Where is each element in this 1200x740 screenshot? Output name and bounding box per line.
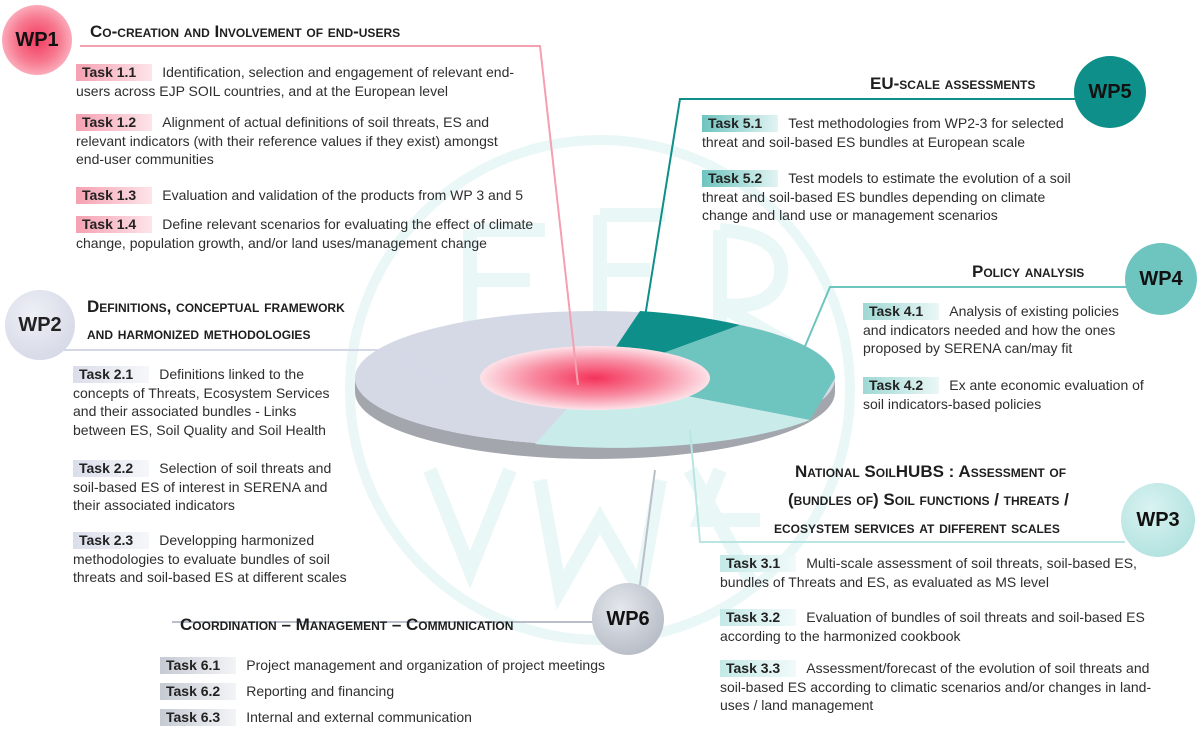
task-text: Evaluation and validation of the product… xyxy=(162,187,524,203)
task-label: Task 2.3 xyxy=(73,532,150,549)
wp6-title: Coordination – Management – Communicatio… xyxy=(180,615,514,634)
wp3-badge-text: WP3 xyxy=(1136,508,1180,531)
wp4-badge-text: WP4 xyxy=(1139,267,1183,290)
wp2-connector xyxy=(60,349,441,386)
task-label: Task 1.4 xyxy=(76,216,153,233)
wp6-task-1: Task 6.1 Project management and organizat… xyxy=(160,656,660,675)
task-text: Test methodologies from WP2-3 for select… xyxy=(702,115,1064,150)
task-label: Task 1.1 xyxy=(76,64,153,81)
task-label: Task 4.1 xyxy=(863,303,940,320)
connector-lines xyxy=(60,45,1128,623)
task-text: Selection of soil threats and soil-based… xyxy=(73,460,332,513)
wp6-badge: WP6 xyxy=(592,583,664,655)
task-text: Multi-scale assessment of soil threats, … xyxy=(720,555,1137,590)
wp5-badge: WP5 xyxy=(1074,56,1146,128)
wp5-badge-text: WP5 xyxy=(1088,80,1132,103)
task-label: Task 1.3 xyxy=(76,187,153,204)
task-text: Reporting and financing xyxy=(246,683,395,699)
wp1-disk-center xyxy=(480,346,710,410)
work-package-disk xyxy=(355,311,835,459)
task-label: Task 3.2 xyxy=(720,609,797,626)
wp6-task-2: Task 6.2 Reporting and financing xyxy=(160,682,660,701)
task-text: Assessment/forecast of the evolution of … xyxy=(720,660,1152,713)
wp6-badge-text: WP6 xyxy=(606,607,650,630)
wp5-connector xyxy=(639,98,1085,349)
task-text: Ex ante economic evaluation of soil indi… xyxy=(863,377,1144,412)
wp3-title-line-1: National SoilHUBS : Assessment of xyxy=(795,462,1067,481)
wp3-badge: WP3 xyxy=(1121,483,1195,557)
task-text: Project management and organization of p… xyxy=(246,657,605,673)
wp1-badge: WP1 xyxy=(2,5,72,75)
wp4-badge: WP4 xyxy=(1125,243,1197,315)
task-label: Task 6.2 xyxy=(160,683,237,700)
wp2-badge: WP2 xyxy=(5,290,75,360)
wp3-title-line-2: (bundles of) Soil functions / threats / xyxy=(788,490,1069,509)
wp4-connector xyxy=(794,286,1128,371)
wp4-disk-segment xyxy=(595,325,835,420)
wp3-title-line-3: ecosystem services at different scales xyxy=(774,518,1060,537)
task-text: Define relevant scenarios for evaluating… xyxy=(76,216,534,251)
task-text: Alignment of actual definitions of soil … xyxy=(76,114,498,167)
task-text: Analysis of existing policies and indica… xyxy=(863,303,1119,356)
task-label: Task 3.1 xyxy=(720,555,797,572)
task-label: Task 1.2 xyxy=(76,114,153,131)
task-label: Task 3.3 xyxy=(720,660,797,677)
task-label: Task 5.2 xyxy=(702,170,779,187)
wp2-badge-text: WP2 xyxy=(18,313,62,336)
task-text: Identification, selection and engagement… xyxy=(76,64,515,99)
task-text: Internal and external communication xyxy=(246,709,472,725)
task-text: Evaluation of bundles of soil threats an… xyxy=(720,609,1145,644)
wp6-connector xyxy=(639,469,656,586)
wp1-connector xyxy=(80,45,579,386)
wp6-task-3: Task 6.3 Internal and external communicat… xyxy=(160,708,660,727)
wp1-title: Co-creation and Involvement of end-users xyxy=(90,22,401,41)
wp2-title-line-1: Definitions, conceptual framework xyxy=(87,297,345,316)
wp1-badge-text: WP1 xyxy=(15,28,59,51)
task-label: Task 2.2 xyxy=(73,460,150,477)
wp2-title-line-2: and harmonized methodologies xyxy=(87,324,311,343)
task-text: Test models to estimate the evolution of… xyxy=(702,170,1071,223)
task-text: Developping harmonized methodologies to … xyxy=(73,532,347,585)
wp5-title: EU-scale assessments xyxy=(870,74,1036,93)
task-label: Task 2.1 xyxy=(73,366,150,383)
wp1-task-3: Task 1.3 Evaluation and validation of the… xyxy=(76,186,546,205)
wp3-connector xyxy=(689,429,1125,543)
wp4-title: Policy analysis xyxy=(972,262,1085,281)
task-text: Definitions linked to the concepts of Th… xyxy=(73,366,330,438)
task-label: Task 6.3 xyxy=(160,709,237,726)
task-label: Task 5.1 xyxy=(702,115,779,132)
task-label: Task 4.2 xyxy=(863,377,940,394)
task-label: Task 6.1 xyxy=(160,657,237,674)
